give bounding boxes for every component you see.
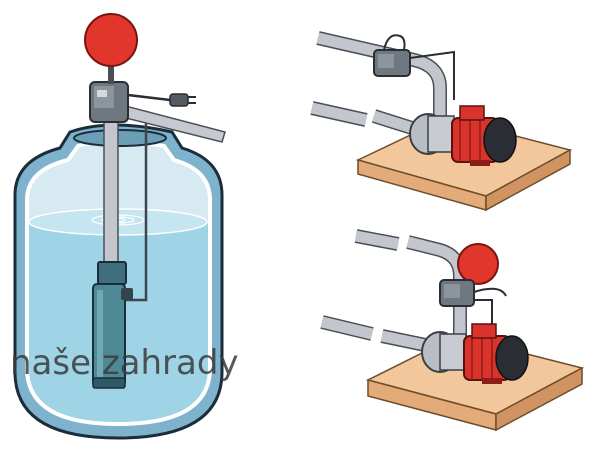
float-switch-ball-icon xyxy=(84,13,138,84)
float-switch-ball-icon xyxy=(457,243,499,285)
submersible-pump-icon xyxy=(92,261,133,389)
pressure-controller-icon xyxy=(373,34,455,100)
power-plug-icon xyxy=(127,93,196,107)
pipe-icon xyxy=(310,31,447,135)
surface-pump-icon xyxy=(421,323,529,384)
surface-pump-icon xyxy=(409,105,517,166)
pressure-controller-icon xyxy=(89,81,129,123)
watermark-text: naše zahrady xyxy=(10,343,239,383)
pipe-icon xyxy=(320,229,467,353)
